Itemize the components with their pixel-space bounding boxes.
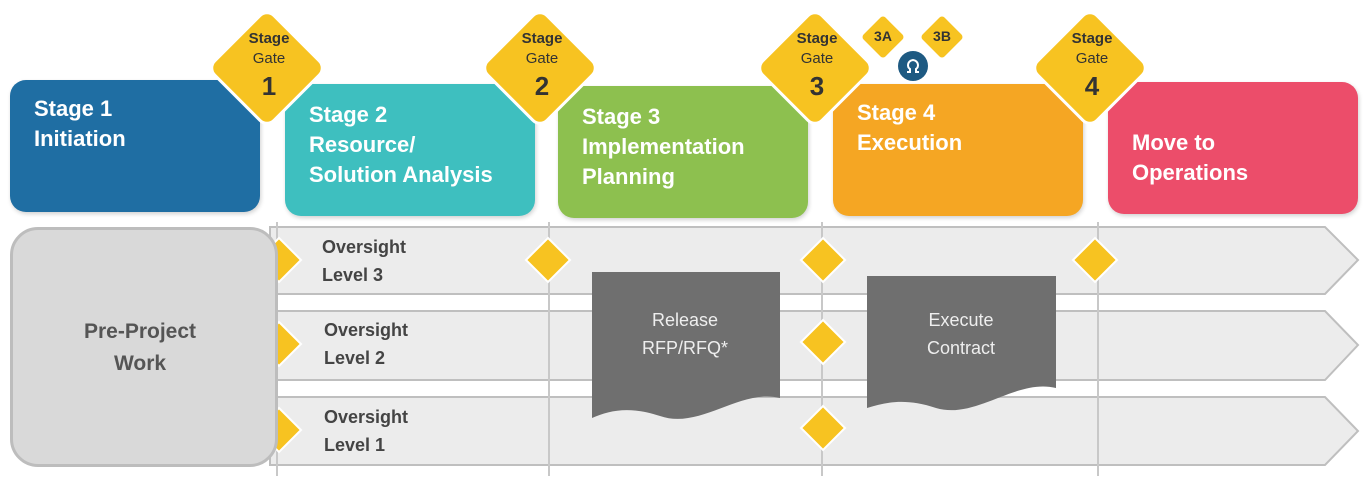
subgate-3b-label: 3B (933, 28, 951, 44)
lane-2-line1: Oversight (324, 320, 409, 340)
stage-4-name: Execution (857, 130, 963, 155)
subgate-3a-label: 3A (874, 28, 892, 44)
stage-gate-2-word2: Gate (525, 50, 559, 67)
activity-box-release-rfp (592, 272, 780, 419)
stage-3-name-line1: Implementation (582, 134, 745, 159)
lane-gate-diamond (799, 404, 847, 452)
activity-execute-label: Execute Contract (876, 306, 1046, 362)
pre-project-line2: Work (113, 352, 167, 375)
activity-box-execute-contract (867, 276, 1056, 411)
stage-3-name-line2: Planning (582, 164, 675, 189)
stage-gate-2-word1: Stage (521, 30, 563, 47)
stage-3-box: Stage 3 Implementation Planning (558, 86, 808, 218)
marker-circle (898, 51, 928, 81)
stage-gate-3-word2: Gate (800, 50, 834, 67)
stage-gate-1-word1: Stage (248, 30, 290, 47)
stage-gate-1-number: 1 (261, 71, 277, 101)
lane-gate-diamond (1071, 236, 1119, 284)
stage-3-title: Stage 3 (582, 104, 661, 129)
operations-box: Move to Operations (1108, 82, 1358, 214)
stage-gate-3-label: Stage Gate 3 (777, 29, 857, 103)
activity-release-line1: Release (651, 310, 719, 330)
stage-1-title: Stage 1 (34, 96, 113, 121)
pre-project-label: Pre-Project Work (40, 316, 240, 380)
activity-execute-line1: Execute (928, 310, 994, 330)
activity-release-label: Release RFP/RFQ* (600, 306, 770, 362)
pre-project-box (10, 227, 278, 467)
lane-gate-diamond (799, 236, 847, 284)
lane-label-level-3: Oversight Level 3 (322, 233, 406, 289)
lane-3-line1: Oversight (322, 237, 407, 257)
lane-3-line2: Level 3 (322, 265, 384, 285)
stage-2-box: Stage 2 Resource/ Solution Analysis (285, 84, 535, 216)
stage-2-title: Stage 2 (309, 102, 388, 127)
activity-release-line2: RFP/RFQ* (641, 338, 728, 358)
stage-gate-4-label: Stage Gate 4 (1052, 29, 1132, 103)
subgate-3a-diamond (859, 13, 907, 61)
pre-project-line1: Pre-Project (83, 320, 197, 343)
stage-gate-3-word1: Stage (796, 30, 838, 47)
omega-icon (907, 58, 919, 73)
operations-line2: Operations (1132, 160, 1249, 185)
stage-gate-2-diamond (483, 11, 597, 125)
stage-4-box: Stage 4 Execution (833, 84, 1083, 216)
stage-gate-4-number: 4 (1084, 71, 1100, 101)
operations-line1: Move to (1132, 130, 1216, 155)
stage-gate-2-label: Stage Gate 2 (502, 29, 582, 103)
subgate-3b-diamond (918, 13, 966, 61)
stage-4-title: Stage 4 (857, 100, 936, 125)
lane-label-level-1: Oversight Level 1 (324, 403, 408, 459)
stage-gate-1-word2: Gate (252, 50, 286, 67)
stage-gate-4-word2: Gate (1075, 50, 1109, 67)
lane-1-line2: Level 1 (324, 435, 386, 455)
stage-gate-2-number: 2 (534, 71, 550, 101)
stage-gate-diamonds (210, 11, 1147, 125)
lane-gate-diamond (524, 236, 572, 284)
stage-gate-1-label: Stage Gate 1 (229, 29, 309, 103)
lane-gate-diamond (799, 318, 847, 366)
stage-gate-3-number: 3 (809, 71, 825, 101)
stage-gate-4-word1: Stage (1071, 30, 1113, 47)
lane-label-level-2: Oversight Level 2 (324, 316, 408, 372)
stage-1-box: Stage 1 Initiation (10, 80, 260, 212)
stage-gate-1-diamond (210, 11, 324, 125)
stage-2-name-line2: Solution Analysis (309, 162, 493, 187)
activity-execute-line2: Contract (926, 338, 996, 358)
lane-1-line1: Oversight (324, 407, 409, 427)
stage-gate-4-diamond (1033, 11, 1147, 125)
lane-2-line2: Level 2 (324, 348, 386, 368)
stage-2-name-line1: Resource/ (309, 132, 416, 157)
stage-1-name: Initiation (34, 126, 126, 151)
stage-gate-3-diamond (758, 11, 872, 125)
